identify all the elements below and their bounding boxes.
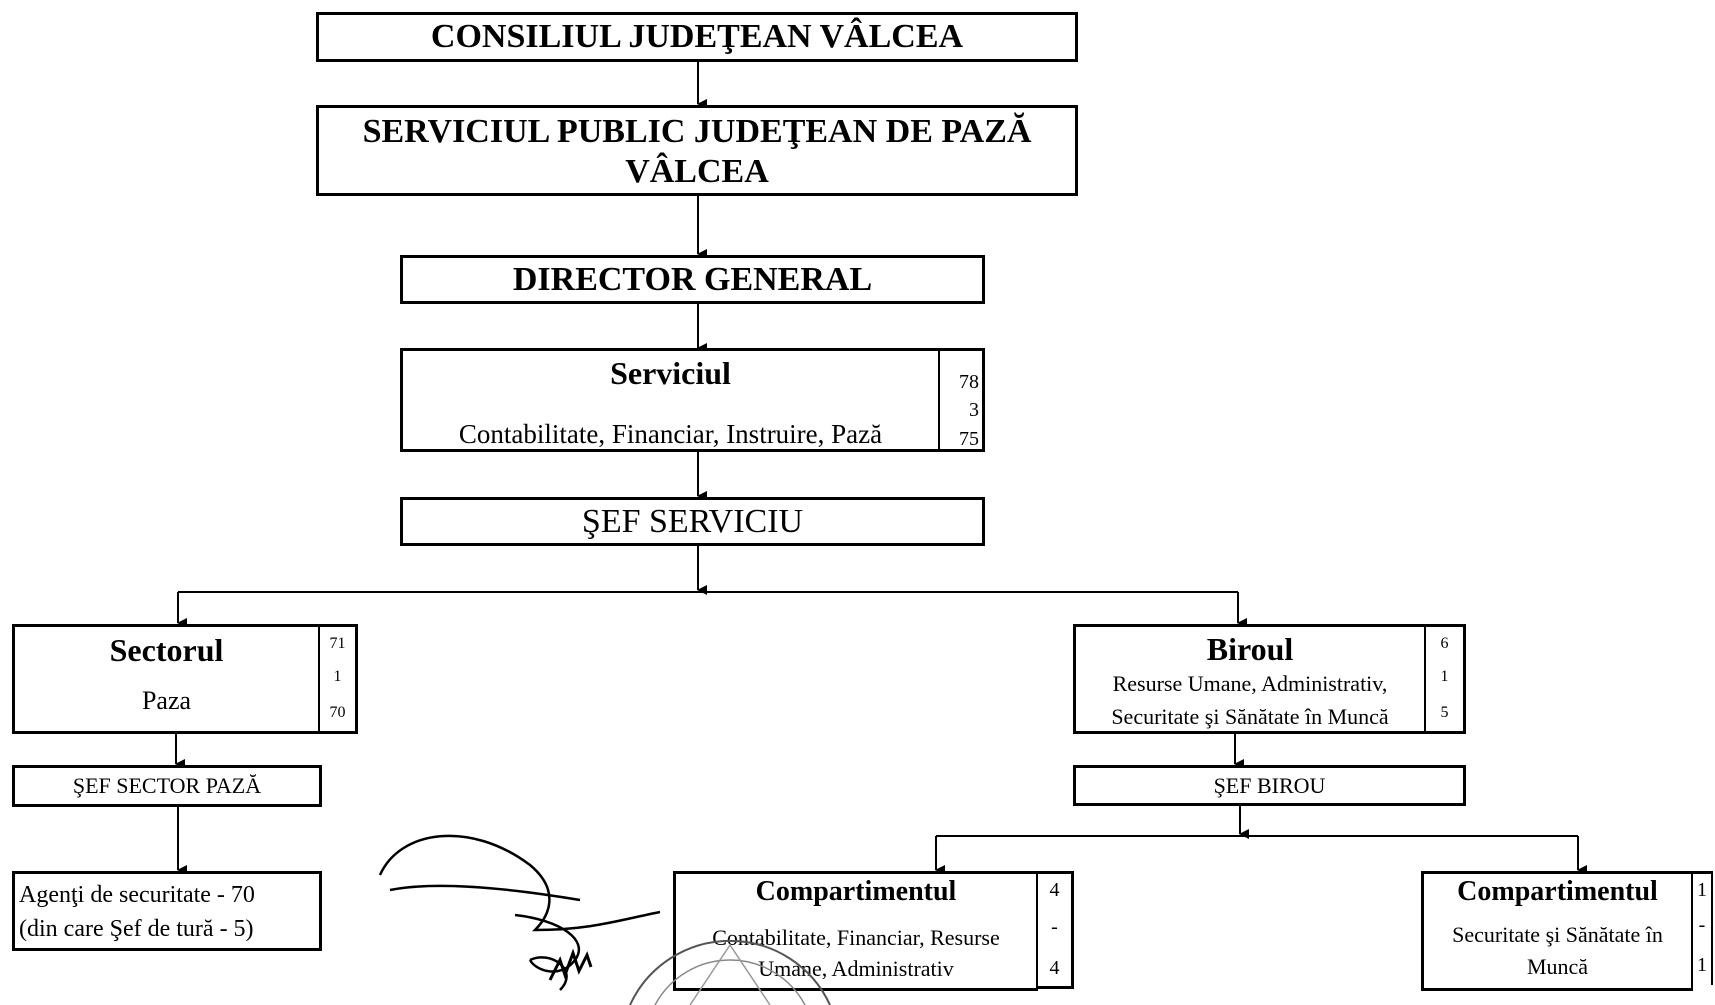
- sector-box: Sectorul Paza: [12, 624, 320, 734]
- sector-subtitle: Paza: [141, 686, 192, 715]
- agents-line2: (din care Şef de tură - 5): [19, 916, 254, 942]
- council-box: CONSILIUL JUDEŢEAN VÂLCEA: [316, 12, 1078, 62]
- sector-count-management: 1: [318, 660, 358, 696]
- compartment-2-count-management: -: [1691, 905, 1713, 947]
- compartment-1-count-total: 4: [1036, 871, 1074, 907]
- public-service-line1: SERVICIUL PUBLIC JUDEŢEAN DE PAZĂ: [362, 113, 1032, 150]
- compartment-2-count-total: 1: [1691, 871, 1713, 907]
- compartment-2-line2: Muncă: [1526, 954, 1589, 979]
- council-title: CONSILIUL JUDEŢEAN VÂLCEA: [430, 18, 964, 55]
- service-count-management: 3: [938, 392, 985, 422]
- sector-title: Sectorul: [109, 632, 224, 668]
- bureau-title: Biroul: [1206, 631, 1294, 667]
- bureau-count-total: 6: [1424, 624, 1466, 662]
- head-of-service-title: ŞEF SERVICIU: [581, 503, 804, 540]
- compartment-2-line1: Securitate şi Sănătate în: [1452, 922, 1663, 947]
- compartment-2-box: Compartimentul Securitate şi Sănătate în…: [1421, 871, 1693, 991]
- agents-box: Agenţi de securitate - 70 (din care Şef …: [12, 871, 322, 951]
- service-title: Serviciul: [610, 355, 731, 391]
- bureau-count-execution: 5: [1424, 694, 1466, 734]
- director-title: DIRECTOR GENERAL: [512, 261, 873, 298]
- compartment-1-count-execution: 4: [1036, 949, 1074, 989]
- sector-count-execution: 70: [318, 694, 358, 734]
- bureau-head-title: ŞEF BIROU: [1213, 773, 1326, 798]
- head-of-service-box: ŞEF SERVICIU: [400, 497, 985, 546]
- compartment-1-box: Compartimentul Contabilitate, Financiar,…: [673, 871, 1038, 991]
- sector-head-title: ŞEF SECTOR PAZĂ: [72, 773, 262, 798]
- compartment-1-title: Compartimentul: [755, 876, 957, 907]
- bureau-head-box: ŞEF BIROU: [1073, 765, 1466, 806]
- bureau-line1: Resurse Umane, Administrativ,: [1112, 671, 1388, 696]
- official-stamp: [629, 939, 831, 1005]
- service-box: Serviciul Contabilitate, Financiar, Inst…: [400, 348, 940, 452]
- signature-mark: [378, 834, 661, 991]
- bureau-count-management: 1: [1424, 660, 1466, 696]
- sector-count-total: 71: [318, 624, 358, 662]
- service-count-execution: 75: [938, 420, 985, 452]
- bureau-line2: Securitate şi Sănătate în Muncă: [1111, 704, 1389, 729]
- service-count-total: 78: [938, 348, 985, 394]
- sector-head-box: ŞEF SECTOR PAZĂ: [12, 765, 322, 807]
- compartment-1-count-management: -: [1036, 905, 1074, 951]
- compartment-2-title: Compartimentul: [1457, 876, 1658, 907]
- bureau-box: Biroul Resurse Umane, Administrativ, Sec…: [1073, 624, 1426, 734]
- compartment-2-count-execution: 1: [1691, 945, 1713, 985]
- director-box: DIRECTOR GENERAL: [400, 255, 985, 304]
- public-service-line2: VÂLCEA: [625, 153, 769, 190]
- service-subtitle: Contabilitate, Financiar, Instruire, Paz…: [458, 419, 883, 449]
- agents-line1: Agenţi de securitate - 70: [19, 882, 255, 908]
- public-service-box: SERVICIUL PUBLIC JUDEŢEAN DE PAZĂ VÂLCEA: [316, 105, 1078, 196]
